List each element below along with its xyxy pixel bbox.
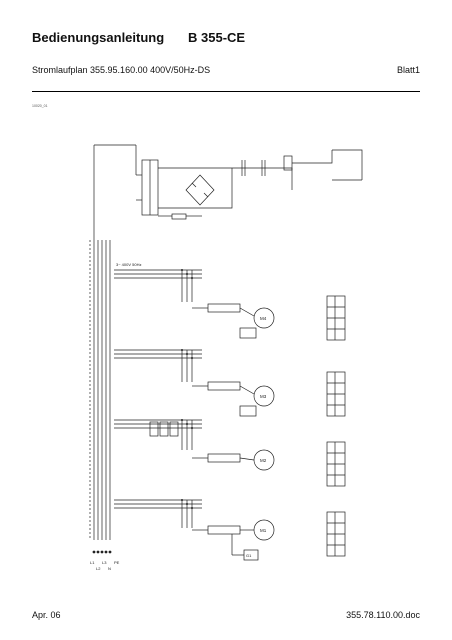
plan-description: Stromlaufplan 355.95.160.00 400V/50Hz-DS: [32, 65, 211, 75]
motor-m3-label: M3: [260, 394, 267, 399]
rating-table-m2: [326, 441, 346, 487]
rating-table-m1: [326, 511, 346, 557]
generator-label: G1: [246, 553, 252, 558]
terminal-n: N: [108, 566, 111, 571]
drawing-code: 10020_01: [32, 104, 48, 108]
rating-table-m3: [326, 371, 346, 417]
mains-label: 3~ 400V 50Hz: [116, 262, 141, 267]
model-number: B 355-CE: [188, 30, 246, 45]
rating-table-m4: [326, 295, 346, 341]
terminal-l1: L1: [90, 560, 95, 565]
header-divider: [32, 91, 420, 92]
motor-m2-label: M2: [260, 458, 267, 463]
terminal-pe: PE: [114, 560, 120, 565]
sheet-number: Blatt1: [396, 65, 420, 75]
page-title: Bedienungsanleitung: [32, 30, 165, 45]
transformer: [136, 159, 159, 216]
wiring-schematic: L1 L2 L3 N PE M4 M3 M2 M1 G1 3~ 400V 50H…: [89, 144, 363, 571]
footer-date: Apr. 06: [32, 610, 61, 620]
rectifier: [185, 174, 215, 206]
terminal-l3: L3: [102, 560, 107, 565]
footer-document: 355.78.110.00.doc: [346, 610, 420, 620]
motor-m1-label: M1: [260, 528, 267, 533]
motor-m4-label: M4: [260, 316, 267, 321]
terminal-l2: L2: [96, 566, 101, 571]
